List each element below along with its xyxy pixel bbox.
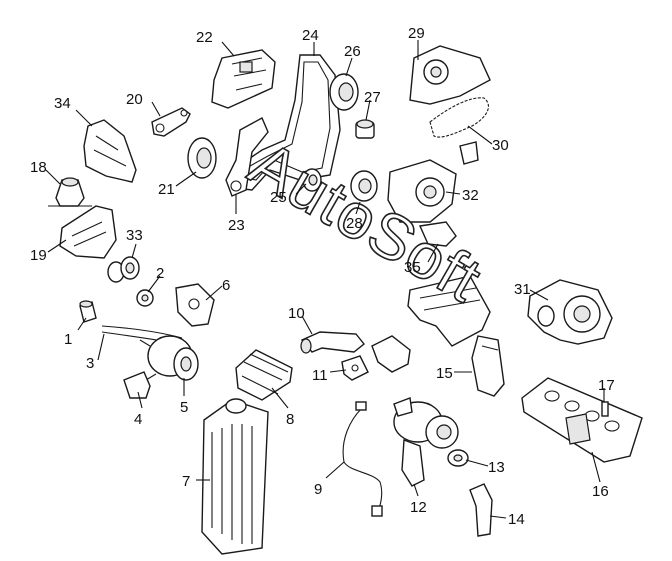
label-21: 21 bbox=[158, 181, 175, 198]
tensioner-block bbox=[459, 141, 479, 165]
label-5: 5 bbox=[180, 399, 188, 416]
part-1-spacer bbox=[79, 300, 97, 323]
part-14-pipe bbox=[469, 483, 493, 537]
part-31-thermostat-housing bbox=[527, 279, 613, 345]
label-16: 16 bbox=[592, 483, 609, 500]
label-30: 30 bbox=[492, 137, 509, 154]
part-18-rubber-mount bbox=[48, 177, 92, 207]
label-17: 17 bbox=[598, 377, 615, 394]
label-32: 32 bbox=[462, 187, 479, 204]
label-34: 34 bbox=[54, 95, 71, 112]
part-27-idler bbox=[355, 119, 375, 139]
label-11: 11 bbox=[312, 367, 328, 384]
part-7-intercooler bbox=[201, 398, 269, 555]
label-1: 1 bbox=[64, 331, 72, 348]
label-22: 22 bbox=[196, 29, 213, 46]
label-14: 14 bbox=[508, 511, 525, 528]
part-15-air-box bbox=[471, 335, 505, 397]
label-9: 9 bbox=[314, 481, 322, 498]
part-17-stud bbox=[601, 401, 609, 417]
part-30-chain bbox=[429, 97, 489, 138]
label-8: 8 bbox=[286, 411, 294, 428]
part-29-cover bbox=[409, 45, 491, 105]
leader-lines bbox=[45, 40, 605, 519]
label-23: 23 bbox=[228, 217, 245, 234]
intake-manifold bbox=[407, 275, 491, 347]
watermark: AutoSoft bbox=[238, 127, 494, 316]
part-28-crank-sprocket bbox=[350, 170, 378, 202]
part-12-turbocharger bbox=[393, 397, 459, 487]
label-10: 10 bbox=[288, 305, 305, 322]
label-29: 29 bbox=[408, 25, 425, 42]
label-25: 25 bbox=[270, 189, 287, 206]
label-15: 15 bbox=[436, 365, 453, 382]
label-3: 3 bbox=[86, 355, 94, 372]
label-28: 28 bbox=[346, 215, 363, 232]
label-7: 7 bbox=[182, 473, 190, 490]
part-25-roller bbox=[302, 168, 322, 192]
part-2-bushing bbox=[136, 289, 154, 307]
part-33-bearings bbox=[107, 256, 140, 283]
part-32-oil-pump-housing bbox=[387, 159, 457, 223]
part-22-timing-cover bbox=[211, 49, 276, 109]
part-10-intake-hose bbox=[300, 331, 365, 354]
label-4: 4 bbox=[134, 411, 142, 428]
label-18: 18 bbox=[30, 159, 47, 176]
part-11-sensor bbox=[341, 355, 369, 381]
part-23-tensioner bbox=[225, 117, 269, 197]
label-2: 2 bbox=[156, 265, 164, 282]
intake-pipe bbox=[371, 335, 411, 373]
part-16-exhaust-manifold bbox=[521, 377, 643, 463]
part-5-alternator bbox=[139, 335, 199, 381]
label-31: 31 bbox=[514, 281, 531, 298]
label-33: 33 bbox=[126, 227, 143, 244]
label-6: 6 bbox=[222, 277, 230, 294]
part-4-alt-bracket bbox=[123, 371, 151, 399]
part-34-mount-bracket bbox=[83, 119, 137, 183]
label-26: 26 bbox=[344, 43, 361, 60]
label-24: 24 bbox=[302, 27, 319, 44]
part-9-oil-pipe bbox=[342, 401, 383, 517]
part-20-lever bbox=[151, 107, 191, 137]
part-19-engine-mount bbox=[59, 205, 117, 259]
part-35-bracket bbox=[418, 221, 457, 247]
label-27: 27 bbox=[364, 89, 381, 106]
part-13-gasket bbox=[447, 449, 469, 467]
label-19: 19 bbox=[30, 247, 47, 264]
part-26-camshaft-pulley bbox=[329, 73, 359, 111]
label-35: 35 bbox=[404, 259, 421, 276]
label-20: 20 bbox=[126, 91, 143, 108]
label-12: 12 bbox=[410, 499, 427, 516]
part-21-pulley bbox=[187, 137, 217, 179]
label-13: 13 bbox=[488, 459, 505, 476]
part-8-hoses bbox=[235, 349, 293, 401]
part-6-bracket bbox=[175, 283, 215, 327]
